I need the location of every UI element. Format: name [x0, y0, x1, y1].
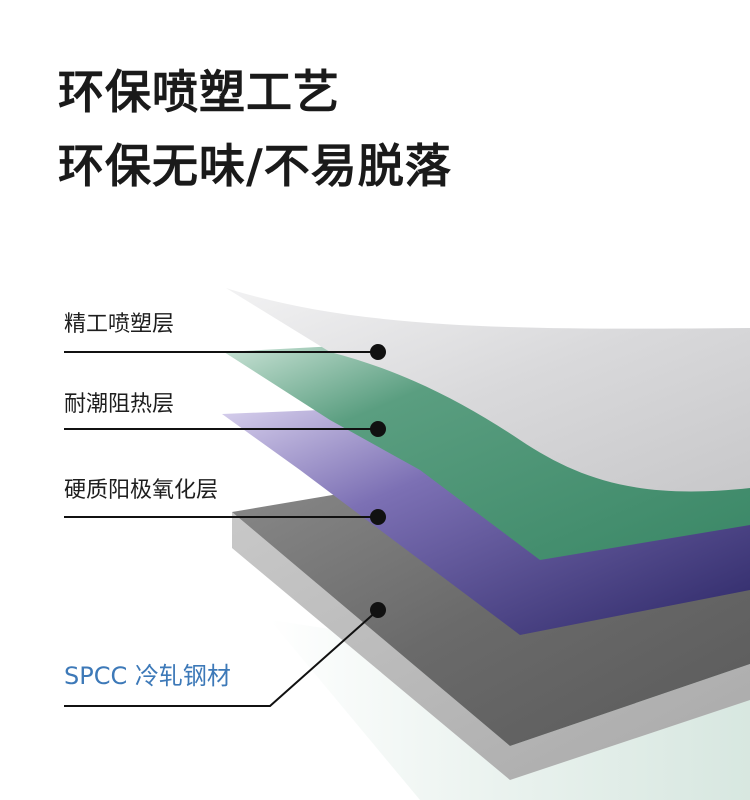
layer-label-spcc-steel: SPCC 冷轧钢材 [64, 662, 231, 690]
leader-dot-2 [370, 421, 386, 437]
layer-label-moisture-heat: 耐潮阻热层 [64, 392, 175, 417]
leader-dot-4 [370, 602, 386, 618]
headline-secondary: 环保无味/不易脱落 [58, 139, 452, 193]
leader-line-4 [64, 609, 379, 707]
leader-dot-3 [370, 509, 386, 525]
layer-steel-edge [232, 512, 750, 780]
layer-label-anodized: 硬质阳极氧化层 [64, 478, 219, 503]
layer-label-powder-coat: 精工喷塑层 [64, 312, 175, 337]
layer-top-sheet [226, 288, 750, 492]
headline-primary: 环保喷塑工艺 [58, 65, 340, 119]
leader-dot-1 [370, 344, 386, 360]
